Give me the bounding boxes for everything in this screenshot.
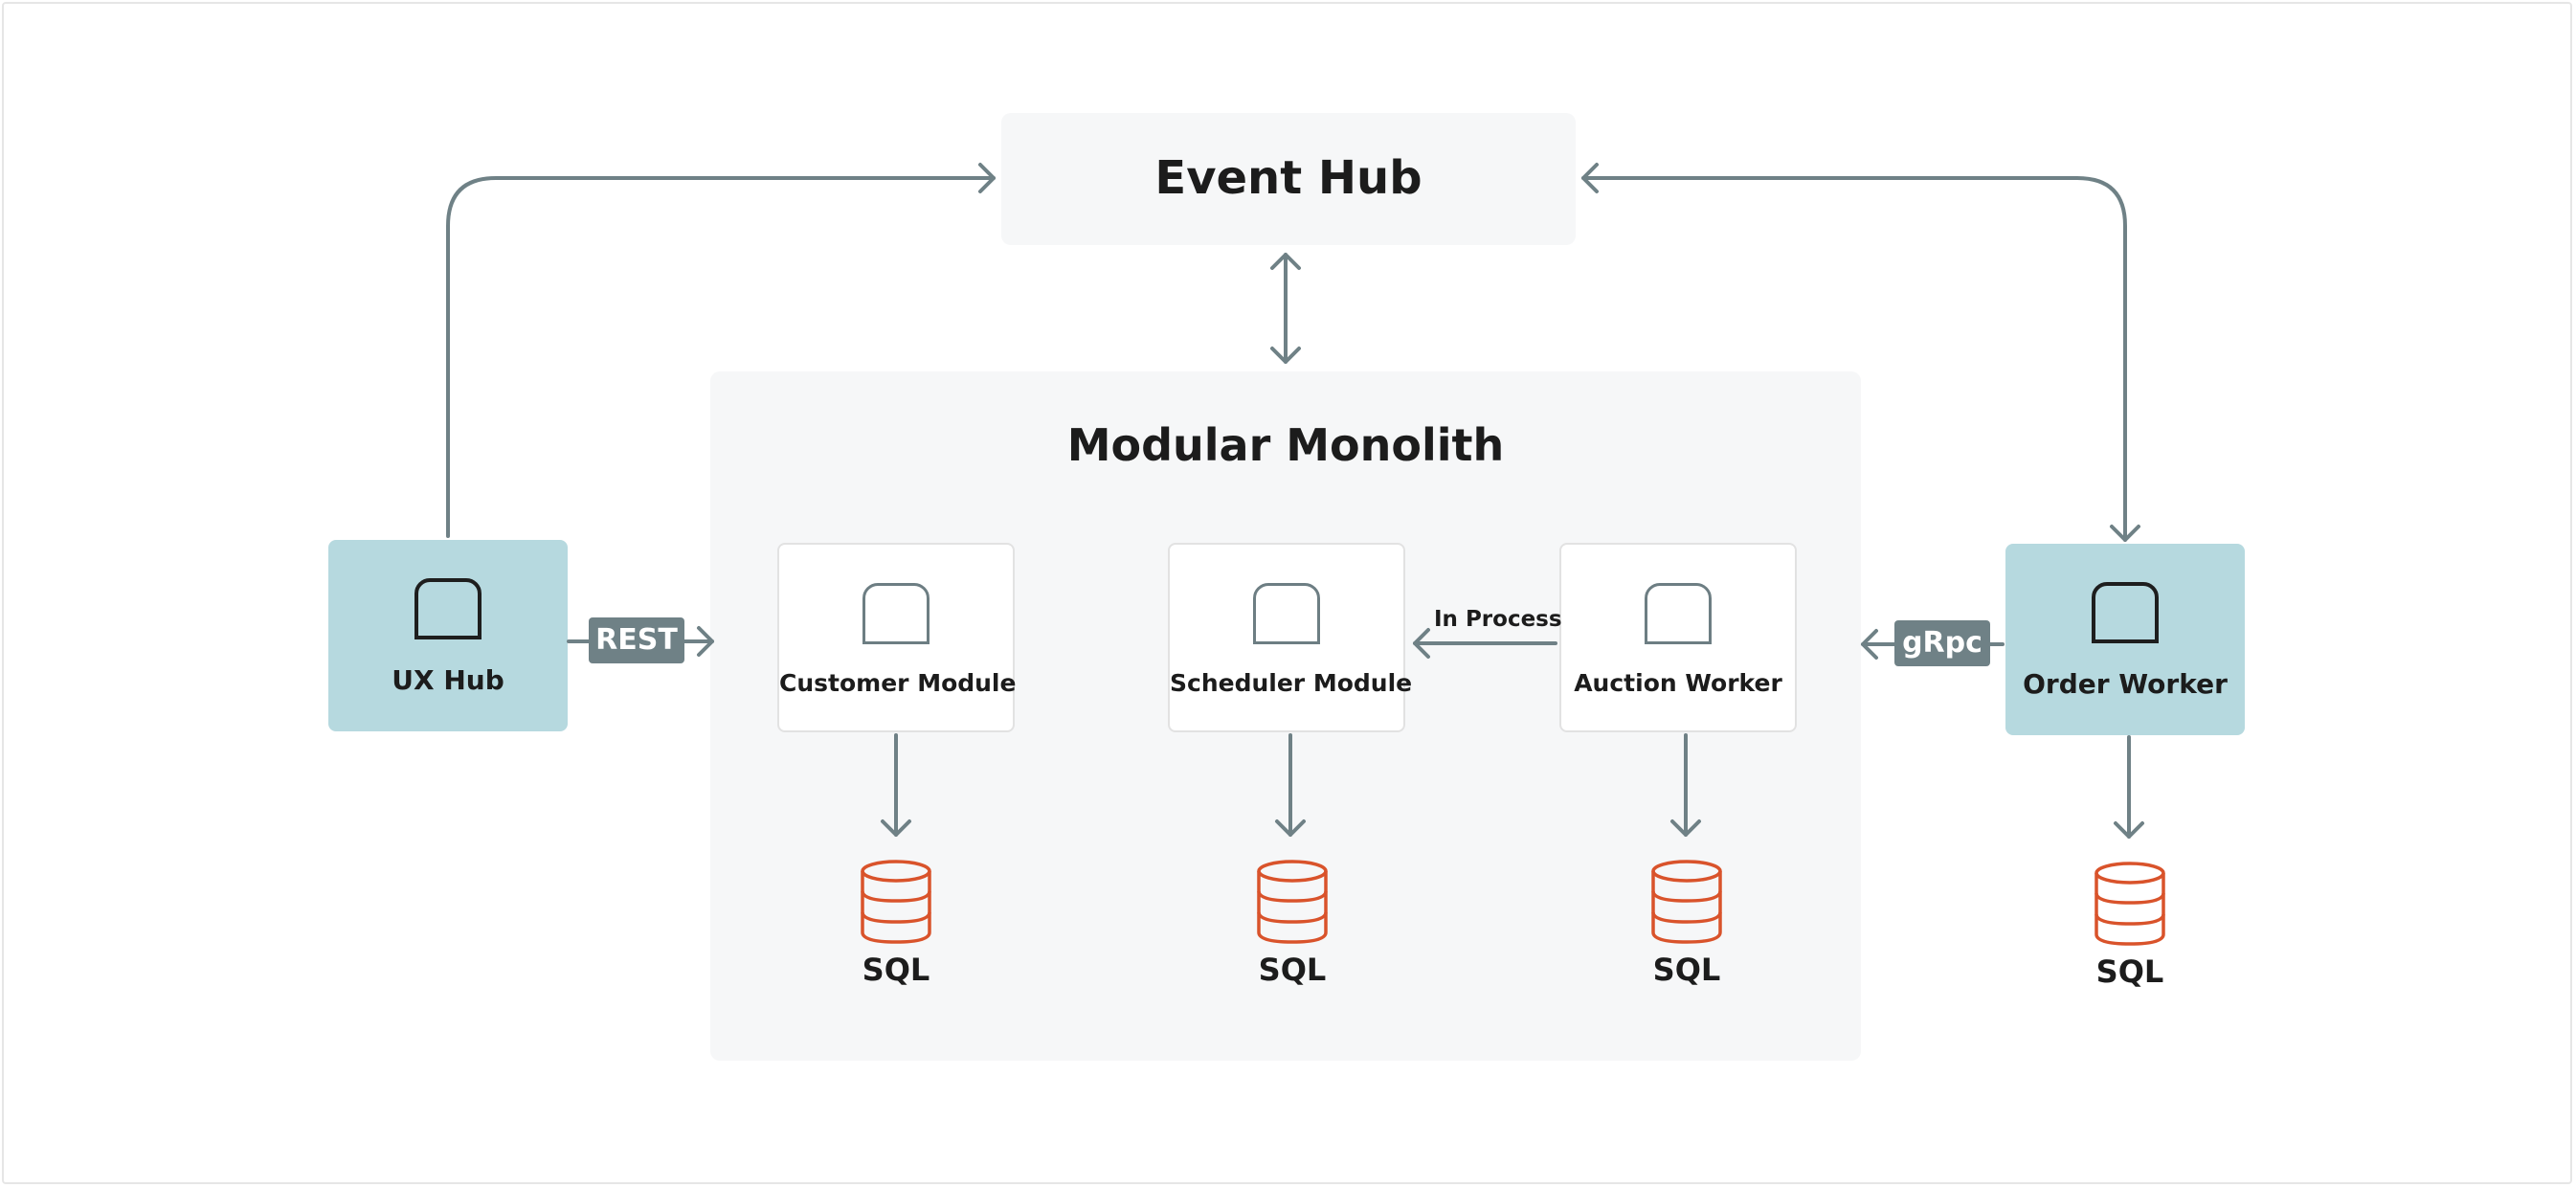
ux-hub-label: UX Hub (392, 664, 504, 696)
database-icon (861, 860, 931, 944)
auction-db-label: SQL (1652, 952, 1721, 988)
box-icon (862, 583, 930, 644)
customer-db-label: SQL (862, 952, 930, 988)
customer-module: Customer Module (777, 543, 1017, 732)
auction-worker: Auction Worker (1559, 543, 1797, 732)
scheduler-module: Scheduler Module (1168, 543, 1413, 732)
scheduler-database: SQL (1254, 860, 1331, 1003)
modular-monolith-title: Modular Monolith (1066, 419, 1505, 471)
scheduler-db-label: SQL (1258, 952, 1327, 988)
customer-module-label: Customer Module (779, 669, 1017, 697)
auction-worker-label: Auction Worker (1574, 669, 1782, 697)
database-icon (1651, 860, 1722, 944)
scheduler-module-label: Scheduler Module (1170, 669, 1413, 697)
ux-hub: UX Hub (328, 540, 568, 731)
event-hub-box: Event Hub (1001, 113, 1576, 245)
box-icon (2092, 582, 2159, 643)
database-icon (1257, 860, 1328, 944)
customer-database: SQL (858, 860, 934, 1003)
order-worker-label: Order Worker (2023, 668, 2228, 700)
box-icon (414, 578, 482, 639)
order-database: SQL (2092, 862, 2168, 1005)
order-db-label: SQL (2095, 953, 2164, 990)
box-icon (1645, 583, 1712, 644)
ux-hub-to-event-hub-arrow (446, 176, 996, 538)
event-hub-title: Event Hub (1154, 151, 1422, 205)
in-process-label: In Process (1434, 607, 1562, 632)
box-icon (1253, 583, 1320, 644)
rest-badge: REST (589, 617, 684, 663)
database-icon (2094, 862, 2165, 946)
grpc-badge: gRpc (1894, 620, 1990, 666)
event-hub-order-worker-arrow (1581, 176, 2127, 542)
order-worker: Order Worker (2005, 544, 2245, 735)
auction-database: SQL (1648, 860, 1725, 1003)
